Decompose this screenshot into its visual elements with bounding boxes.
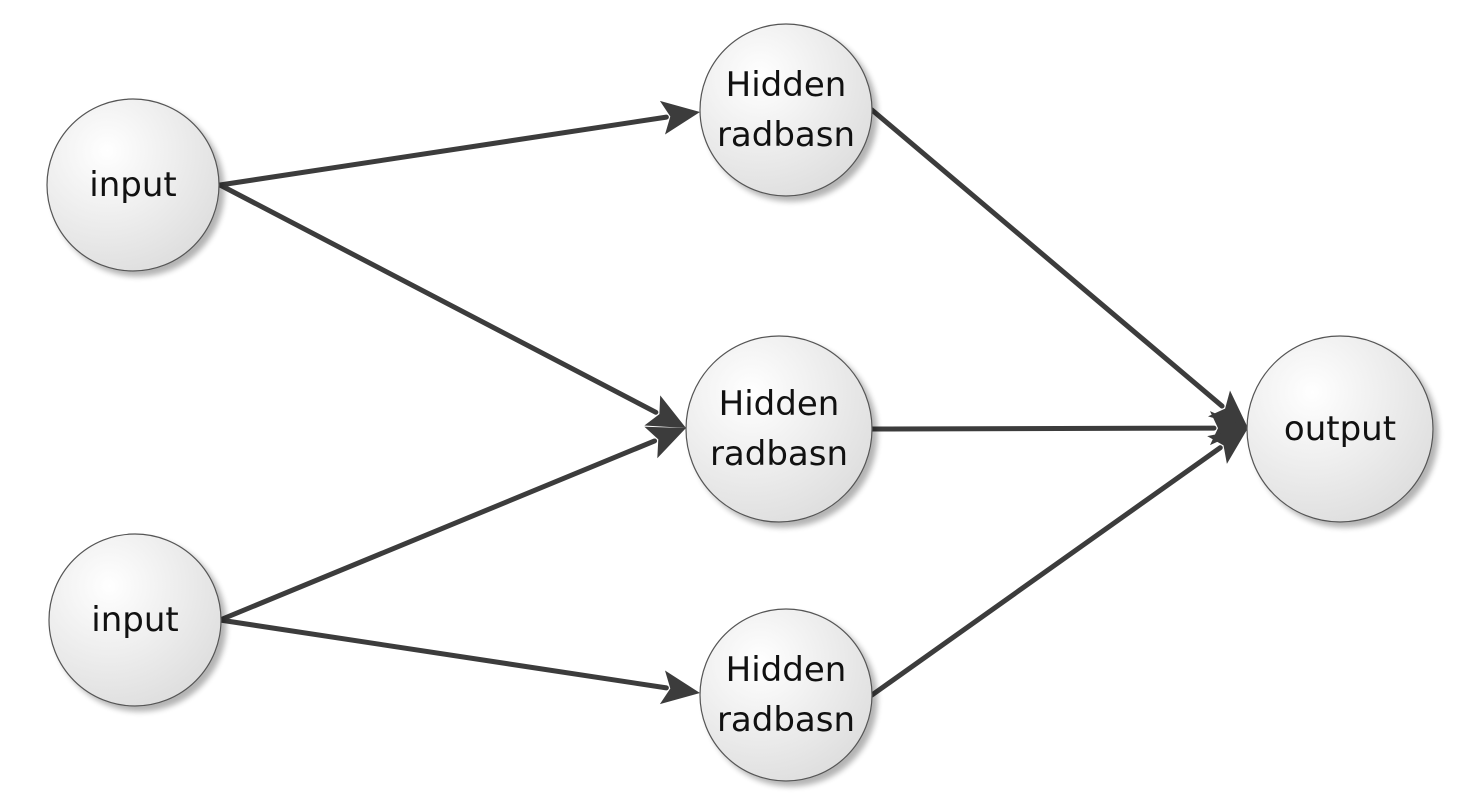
edge-line: [217, 438, 658, 623]
node-label: radbasn: [717, 115, 855, 155]
edge-input-2-to-hidden-3: [217, 617, 700, 705]
node-label: Hidden: [726, 65, 847, 105]
edge-line: [869, 107, 1225, 409]
node-label: input: [91, 600, 178, 640]
node-input-2: input: [48, 533, 222, 707]
edge-line: [217, 182, 659, 415]
edge-input-1-to-hidden-1: [217, 100, 700, 188]
arrowhead-icon: [644, 426, 686, 459]
edge-line: [869, 445, 1223, 698]
edge-line: [869, 425, 1217, 432]
edge-hidden-2-to-output-1: [869, 411, 1248, 446]
arrowhead-icon: [644, 395, 686, 428]
node-hidden-1: Hidden radbasn: [699, 23, 873, 197]
node-circle: [46, 98, 220, 272]
edge-input-1-to-hidden-2: [217, 182, 686, 428]
edge-hidden-1-to-output-1: [869, 107, 1248, 428]
arrowhead-icon: [1207, 428, 1248, 464]
node-input-1: input: [46, 98, 220, 272]
edge-hidden-3-to-output-1: [869, 428, 1248, 698]
node-label: input: [89, 165, 176, 205]
node-label: Hidden: [726, 650, 847, 690]
edge-line: [217, 114, 669, 188]
arrowhead-icon: [659, 670, 700, 705]
node-circle: [48, 533, 222, 707]
arrowhead-icon: [659, 100, 700, 135]
node-circle: [685, 335, 873, 523]
node-circle: [699, 608, 873, 782]
node-label: Hidden: [719, 384, 840, 424]
node-hidden-2: Hidden radbasn: [685, 335, 873, 523]
node-hidden-3: Hidden radbasn: [699, 608, 873, 782]
node-circle: [699, 23, 873, 197]
node-circle: [1246, 335, 1434, 523]
node-label: output: [1284, 409, 1396, 449]
edges-layer: [217, 100, 1248, 705]
edge-line: [217, 617, 669, 691]
edge-input-2-to-hidden-2: [217, 426, 686, 623]
node-label: radbasn: [710, 434, 848, 474]
nodes-layer: inputinputHiddenradbasnHiddenradbasnHidd…: [46, 23, 1434, 782]
node-label: radbasn: [717, 700, 855, 740]
node-output-1: output: [1246, 335, 1434, 523]
